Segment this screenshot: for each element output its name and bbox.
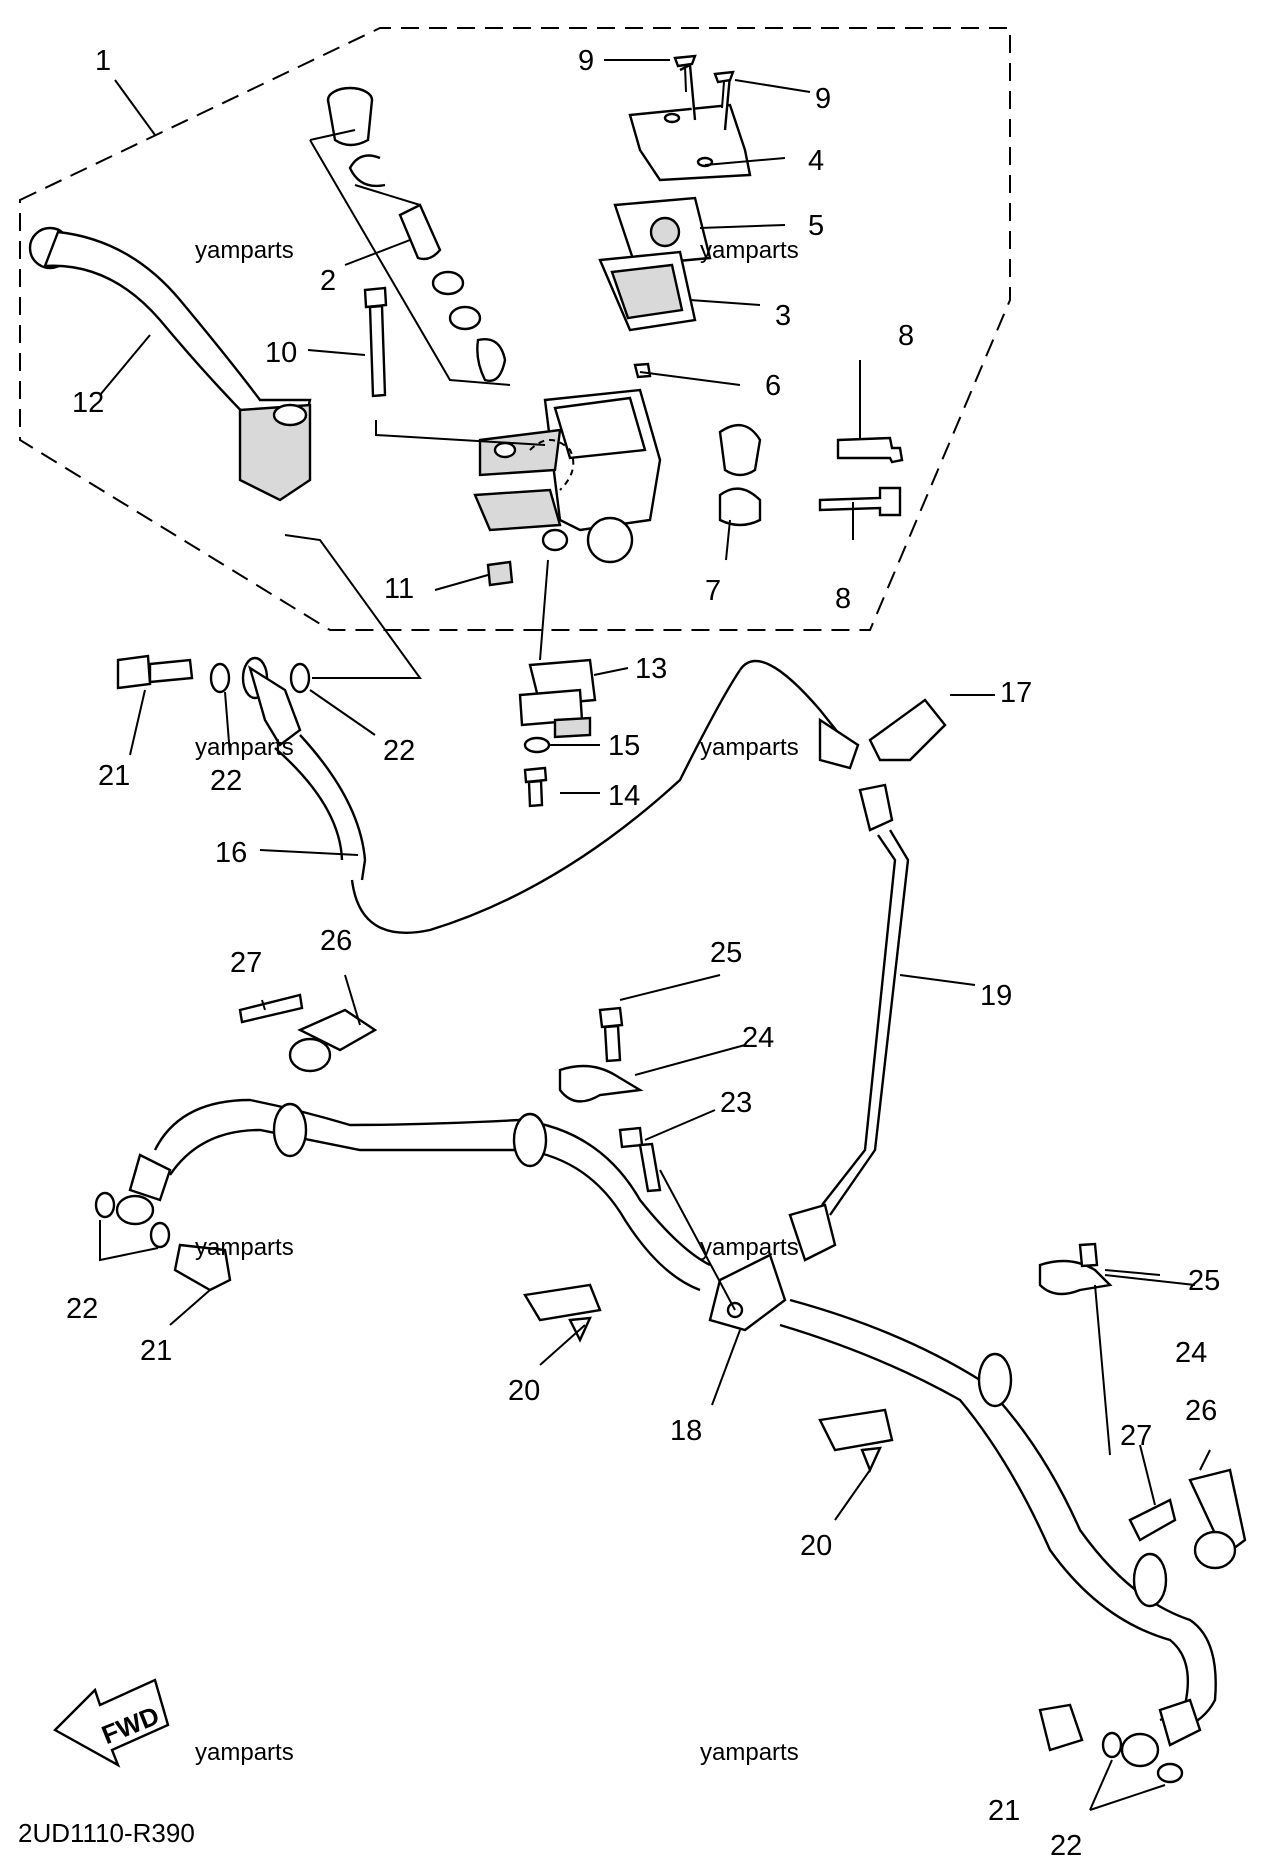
reservoir-parts	[598, 63, 752, 379]
watermarks: yamparts yamparts yamparts yamparts yamp…	[195, 237, 799, 1766]
callout-15: 15	[608, 730, 640, 762]
callout-4: 4	[808, 145, 824, 177]
callout-2: 2	[320, 265, 336, 297]
hose-left	[94, 1098, 711, 1292]
callout-14: 14	[608, 780, 640, 812]
leader-lines	[99, 59, 1211, 1521]
small-clamps	[238, 993, 1247, 1570]
screws-9	[673, 54, 735, 109]
master-cylinder-body	[473, 388, 662, 564]
diagram-code: 2UD1110-R390	[18, 1818, 195, 1848]
callout-23: 23	[720, 1087, 752, 1119]
callout-1: 1	[95, 45, 111, 77]
callout-22a: 22	[210, 765, 242, 797]
callout-21c: 21	[988, 1795, 1020, 1827]
watermark: yamparts	[195, 237, 294, 264]
brake-pipe-19	[788, 783, 910, 1262]
callout-22d: 22	[1050, 1830, 1082, 1860]
callout-5: 5	[808, 210, 824, 242]
watermark: yamparts	[700, 1739, 799, 1766]
brake-lever	[28, 226, 312, 502]
callout-27b: 27	[1120, 1420, 1152, 1452]
callout-8a: 8	[898, 320, 914, 352]
callout-9a: 9	[578, 45, 594, 77]
callout-21a: 21	[98, 760, 130, 792]
piston-kit	[309, 86, 511, 386]
callout-22c: 22	[66, 1293, 98, 1325]
hose-16	[247, 659, 860, 934]
callout-26a: 26	[320, 925, 352, 957]
joint-18	[659, 1169, 787, 1332]
clip-17	[868, 698, 947, 762]
callout-20a: 20	[508, 1375, 540, 1407]
clamp-and-bolts	[718, 423, 904, 527]
callout-12: 12	[72, 387, 104, 419]
brake-switch	[518, 559, 597, 808]
banjo-top	[116, 534, 422, 700]
fwd-arrow-icon: FWD	[53, 1678, 170, 1768]
callout-9b: 9	[815, 83, 831, 115]
callout-11: 11	[384, 573, 414, 605]
callout-24b: 24	[1175, 1337, 1207, 1369]
callout-25b: 25	[1188, 1265, 1220, 1297]
callout-3: 3	[775, 300, 791, 332]
callout-26b: 26	[1185, 1395, 1217, 1427]
callout-22b: 22	[383, 735, 415, 767]
callout-21b: 21	[140, 1335, 172, 1367]
callout-24a: 24	[742, 1022, 774, 1054]
watermark: yamparts	[195, 1234, 294, 1261]
callout-27a: 27	[230, 947, 262, 979]
watermark: yamparts	[700, 1234, 799, 1261]
callout-19: 19	[980, 980, 1012, 1012]
callout-7: 7	[705, 575, 721, 607]
callout-17: 17	[1000, 677, 1032, 709]
watermark: yamparts	[195, 1739, 294, 1766]
watermark: yamparts	[195, 734, 294, 761]
watermark: yamparts	[700, 734, 799, 761]
assembly-boundary	[19, 27, 1011, 631]
callout-6: 6	[765, 370, 781, 402]
callouts: 1 2 3 4 5 6 7 8 8 9 9 10 11 12 13 14 15 …	[66, 45, 1220, 1860]
callout-20b: 20	[800, 1530, 832, 1562]
callout-16: 16	[215, 837, 247, 869]
watermark: yamparts	[700, 237, 799, 264]
bolt-10-nut-11	[363, 286, 546, 587]
callout-13: 13	[635, 653, 667, 685]
hose-right	[779, 1298, 1217, 1811]
callout-10: 10	[265, 337, 297, 369]
callout-25a: 25	[710, 937, 742, 969]
callout-18: 18	[670, 1415, 702, 1447]
callout-8b: 8	[835, 583, 851, 615]
